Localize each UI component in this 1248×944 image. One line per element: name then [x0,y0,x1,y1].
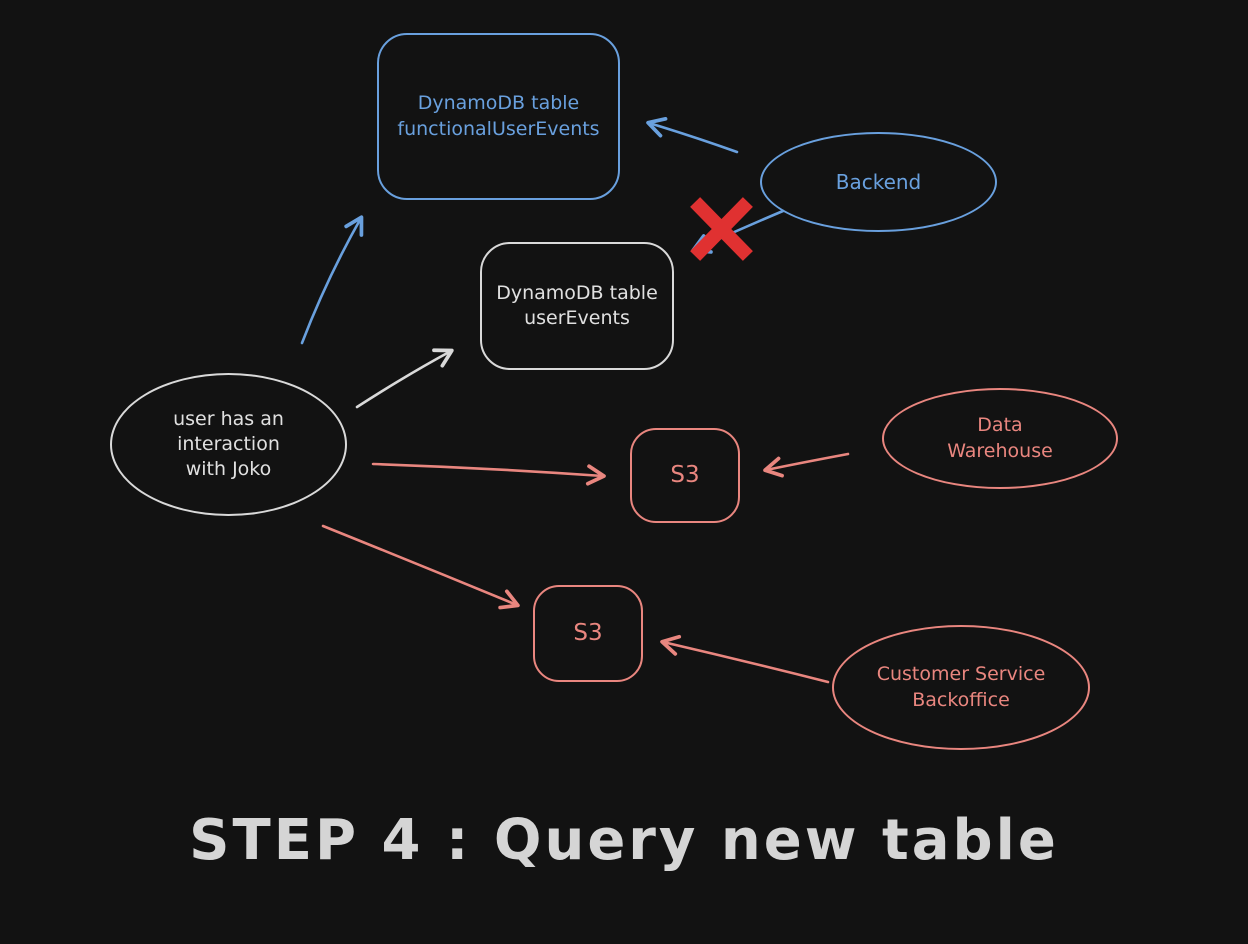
node-s3-top: S3 [630,428,740,523]
node-backend: Backend [760,132,997,232]
arrow-customer-service-to-s3-bottom [660,634,830,684]
node-label: Data Warehouse [947,414,1053,462]
node-label: S3 [670,462,700,489]
node-label: Customer Service Backoffice [876,663,1046,711]
node-customer-service-backoffice: Customer Service Backoffice [832,625,1090,750]
node-s3-bottom: S3 [533,585,643,682]
node-label: S3 [573,620,603,647]
arrow-user-to-functional-table [300,215,364,345]
arrow-user-to-s3-bottom [321,524,520,610]
node-label: user has an interaction with Joko [173,407,284,481]
node-data-warehouse: Data Warehouse [882,388,1118,489]
step-title: STEP 4 : Query new table [189,808,1059,873]
node-dynamodb-user-events: DynamoDB table userEvents [480,242,674,370]
arrow-backend-to-functional-table [646,116,739,154]
node-dynamodb-functional-user-events: DynamoDB table functionalUserEvents [377,33,620,200]
node-label: DynamoDB table functionalUserEvents [397,92,600,140]
arrow-data-warehouse-to-s3-top [763,452,850,478]
arrow-user-to-s3-top [371,462,606,486]
arrow-user-to-userevents-table [355,348,454,409]
red-cross-icon [690,197,753,261]
node-user-interaction: user has an interaction with Joko [110,373,347,516]
node-label: DynamoDB table userEvents [496,281,658,329]
node-label: Backend [835,169,922,194]
arrow-backend-to-userevents-table [691,209,785,254]
